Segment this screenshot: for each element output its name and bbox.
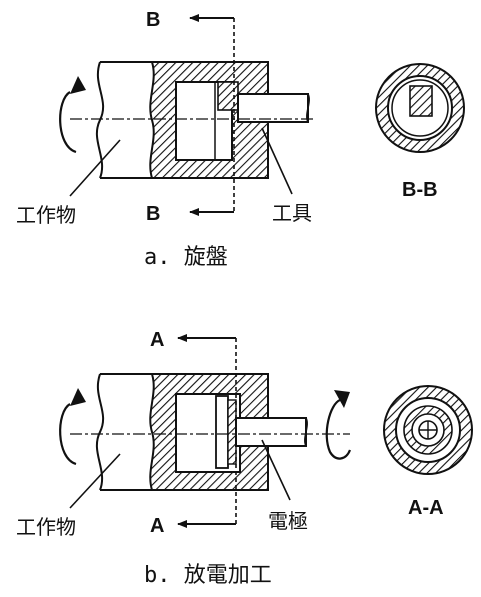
- rotation-arrow-b-icon: [59, 388, 86, 466]
- section-label-a-top: A: [150, 329, 164, 351]
- workpiece-label-a: 工作物: [16, 203, 76, 227]
- workpiece-leader-b: [69, 453, 121, 509]
- section-label-b-top: B: [146, 9, 160, 31]
- electrode-rotation-arrow-icon: [325, 390, 352, 460]
- workpiece-leader-a: [69, 139, 121, 197]
- electrode-label-b: 電極: [268, 509, 308, 533]
- diagram-b: A A 工作物 電極 A-A b. 放電加工: [16, 329, 473, 588]
- section-view-a-a: [383, 385, 473, 475]
- electrode-leader-b: [261, 439, 291, 501]
- section-label-a-bottom: A: [150, 515, 164, 537]
- rotation-arrow-a-icon: [59, 76, 86, 154]
- section-view-label-b-b: B-B: [402, 179, 438, 201]
- tool-leader-a: [261, 127, 293, 195]
- caption-a: a. 旋盤: [144, 245, 228, 270]
- section-view-label-a-a: A-A: [408, 497, 444, 519]
- workpiece-label-b: 工作物: [16, 515, 76, 539]
- section-view-b-b: [375, 63, 465, 153]
- tool-a: [217, 81, 310, 123]
- diagram-a: B B 工作物 工具 B-B a. 旋盤: [16, 9, 465, 270]
- tool-label-a: 工具: [272, 201, 312, 225]
- caption-b: b. 放電加工: [144, 563, 272, 588]
- electrode-b: [215, 395, 308, 469]
- section-label-b-bottom: B: [146, 203, 160, 225]
